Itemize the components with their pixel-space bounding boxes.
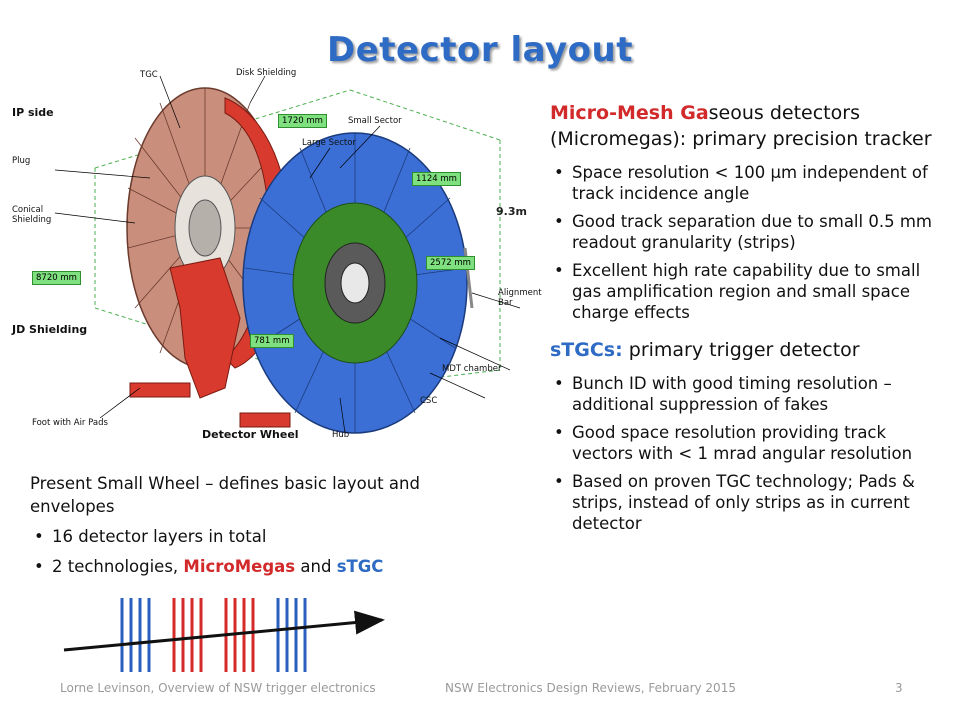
tech-stgc: sTGC bbox=[336, 557, 384, 576]
detector-diagram: TGC Disk Shielding IP side Plug Small Se… bbox=[10, 58, 545, 448]
label-ip-side: IP side bbox=[12, 106, 54, 119]
micromegas-heading: Micro-Mesh Gaseous detectors (Micromegas… bbox=[550, 100, 945, 152]
stgc-heading-rest: primary trigger detector bbox=[622, 339, 860, 361]
label-alignment: Alignment bbox=[498, 288, 542, 298]
slide-title: Detector layout bbox=[327, 30, 633, 70]
height-label: 9.3m bbox=[496, 205, 527, 218]
label-jd-shielding: JD Shielding bbox=[12, 323, 88, 336]
label-conical: Conical bbox=[12, 205, 44, 215]
label-csc: CSC bbox=[420, 396, 438, 406]
micromegas-bullet: Good track separation due to small 0.5 m… bbox=[550, 211, 945, 253]
stgc-bullets: Bunch ID with good timing resolution – a… bbox=[550, 373, 945, 534]
small-wheel-intro: Present Small Wheel – defines basic layo… bbox=[30, 474, 420, 516]
dim-2572: 2572 mm bbox=[426, 256, 475, 270]
stgc-bullet: Good space resolution providing track ve… bbox=[550, 422, 945, 464]
micromegas-bullet: Excellent high rate capability due to sm… bbox=[550, 260, 945, 323]
tech-micromegas: MicroMegas bbox=[183, 557, 296, 576]
label-plug: Plug bbox=[12, 156, 31, 166]
page-number: 3 bbox=[895, 681, 903, 695]
label-hub: Hub bbox=[332, 430, 350, 440]
footer-event: NSW Electronics Design Reviews, February… bbox=[445, 681, 736, 695]
right-column: Micro-Mesh Gaseous detectors (Micromegas… bbox=[550, 100, 945, 548]
label-shielding: Shielding bbox=[12, 215, 52, 225]
label-detector-wheel: Detector Wheel bbox=[202, 428, 299, 441]
stgc-bullet: Bunch ID with good timing resolution – a… bbox=[550, 373, 945, 415]
stgc-heading-blue: sTGCs: bbox=[550, 339, 623, 361]
label-small-sector: Small Sector bbox=[348, 116, 402, 126]
micromegas-heading-rest: seous detectors (Micromegas): primary pr… bbox=[550, 102, 932, 150]
stgc-heading: sTGCs: primary trigger detector bbox=[550, 337, 945, 363]
label-foot: Foot with Air Pads bbox=[32, 418, 108, 428]
micromegas-bullets: Space resolution < 100 µm independent of… bbox=[550, 162, 945, 323]
dim-1720: 1720 mm bbox=[278, 114, 327, 128]
detector-layers-illustration bbox=[63, 598, 385, 672]
label-large-sector: Large Sector bbox=[302, 138, 356, 148]
label-tgc: TGC bbox=[140, 70, 158, 80]
label-mdt-chamber: MDT chamber bbox=[442, 364, 502, 374]
track-arrow bbox=[63, 610, 385, 652]
small-wheel-bullet: 16 detector layers in total bbox=[30, 526, 485, 547]
small-wheel-bullets: 16 detector layers in total 2 technologi… bbox=[30, 526, 485, 577]
dim-1124: 1124 mm bbox=[412, 172, 461, 186]
micromegas-bullet: Space resolution < 100 µm independent of… bbox=[550, 162, 945, 204]
dim-781: 781 mm bbox=[250, 334, 294, 348]
micromegas-heading-red: Micro-Mesh Ga bbox=[550, 102, 709, 124]
label-disk-shielding: Disk Shielding bbox=[236, 68, 297, 78]
tech-prefix: 2 technologies, bbox=[52, 557, 184, 576]
small-wheel-text: Present Small Wheel – defines basic layo… bbox=[30, 472, 485, 591]
front-wheel bbox=[239, 132, 474, 434]
stgc-bullet: Based on proven TGC technology; Pads & s… bbox=[550, 471, 945, 534]
dim-8720: 8720 mm bbox=[32, 271, 81, 285]
label-bar: Bar bbox=[498, 298, 513, 308]
footer-author: Lorne Levinson, Overview of NSW trigger … bbox=[60, 681, 376, 695]
tech-and: and bbox=[295, 557, 337, 576]
detector-wheel-illustration bbox=[54, 75, 521, 434]
small-wheel-bullet: 2 technologies, MicroMegas and sTGC bbox=[30, 556, 485, 577]
